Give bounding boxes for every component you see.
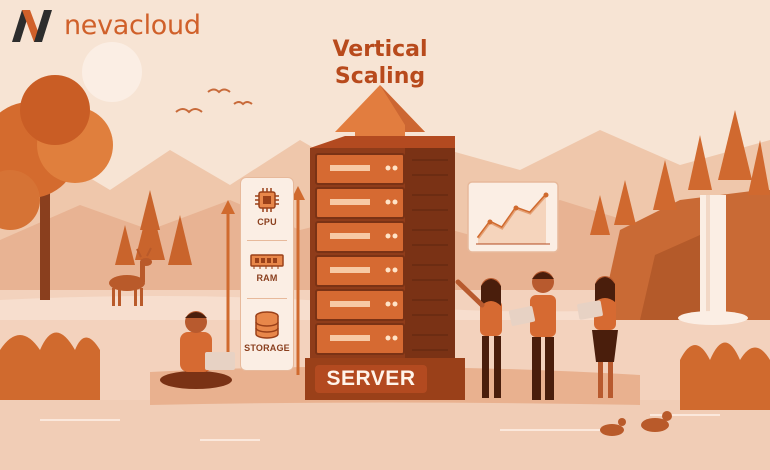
- growth-chart-board: [467, 181, 559, 253]
- deer: [109, 247, 152, 306]
- standing-people: [455, 271, 618, 400]
- right-cliffs: [600, 190, 770, 325]
- right-pines: [590, 110, 770, 235]
- foreground-bushes: [0, 332, 770, 410]
- resource-label: CPU: [257, 217, 277, 227]
- resource-ram: RAM: [241, 252, 293, 283]
- divider: [247, 298, 287, 299]
- resource-label: STORAGE: [244, 343, 290, 353]
- resource-cpu: CPU: [241, 186, 293, 227]
- server-rack: [305, 136, 465, 400]
- storage-database-icon: [255, 311, 279, 339]
- waterfall: [700, 195, 726, 315]
- divider: [247, 240, 287, 241]
- resources-panel: CPU RAM STORAGE: [240, 177, 294, 371]
- left-tree: [0, 75, 113, 300]
- ducks: [600, 411, 672, 436]
- brand-logo: nevacloud: [10, 8, 201, 44]
- brand-name: nevacloud: [64, 10, 201, 41]
- ram-module-icon: [250, 254, 284, 269]
- headline: Vertical Scaling: [300, 36, 460, 90]
- resource-label: RAM: [256, 273, 278, 283]
- seated-person: [160, 311, 235, 389]
- server-label: SERVER: [315, 365, 427, 393]
- birds: [175, 88, 253, 114]
- pine-trees: [115, 190, 192, 265]
- sun: [82, 42, 142, 102]
- resource-storage: STORAGE: [241, 310, 293, 353]
- cpu-chip-icon: [255, 188, 279, 212]
- headline-line-2: Scaling: [334, 64, 426, 89]
- nevacloud-logo-icon: [12, 10, 52, 42]
- water-reflection: [0, 400, 770, 470]
- side-arrows: [221, 186, 305, 375]
- headline-line-1: Vertical: [332, 37, 428, 62]
